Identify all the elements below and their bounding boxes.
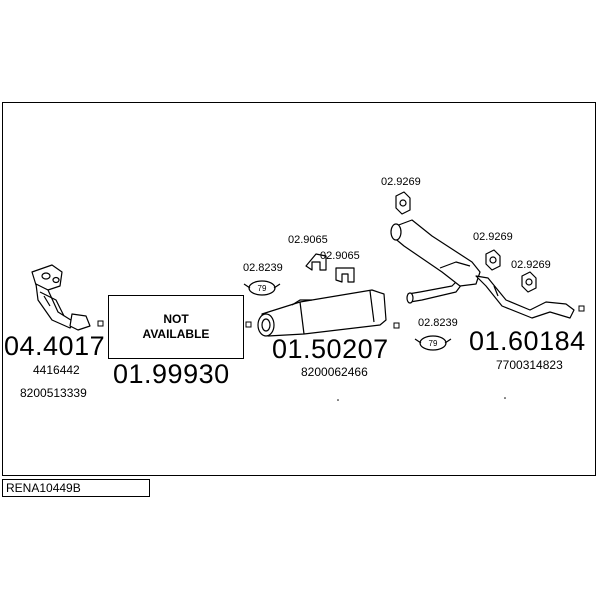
rubber-mid-drawing[interactable]	[485, 249, 501, 271]
rubber-top-label[interactable]: 02.9269	[381, 176, 421, 188]
clamp-rear-label[interactable]: 02.8239	[418, 317, 458, 329]
not-available-line1: NOT	[163, 312, 189, 326]
rubber-right-drawing[interactable]	[521, 271, 537, 293]
clamp-middle-label[interactable]: 02.8239	[243, 262, 283, 274]
rear-silencer-part-number[interactable]: 01.60184	[469, 326, 586, 356]
middle-silencer-part-number[interactable]: 01.50207	[272, 334, 389, 364]
clamp-middle-drawing[interactable]	[243, 280, 281, 296]
rear-silencer-drawing[interactable]	[390, 219, 575, 319]
clamp-rear-drawing[interactable]	[414, 335, 452, 351]
hanger-a-label[interactable]: 02.9065	[288, 234, 328, 246]
connector-square	[97, 320, 104, 327]
hanger-b-label[interactable]: 02.9065	[320, 250, 360, 262]
connector-square	[393, 322, 400, 329]
catalyst-oem-1: 4416442	[33, 363, 80, 377]
front-pipe-part-number[interactable]: 01.99930	[113, 359, 230, 389]
not-available-line2: AVAILABLE	[142, 327, 210, 341]
hanger-b-drawing[interactable]	[335, 267, 355, 283]
clamp-middle-badge: 79	[258, 284, 267, 293]
dot-mark	[504, 397, 506, 399]
clamp-rear-badge: 79	[429, 339, 438, 348]
not-available-box[interactable]: NOT AVAILABLE	[108, 295, 244, 359]
diagram-frame	[2, 102, 596, 476]
rear-silencer-oem: 7700314823	[496, 358, 563, 372]
dot-mark	[337, 399, 339, 401]
rubber-mid-label[interactable]: 02.9269	[473, 231, 513, 243]
catalyst-oem-2: 8200513339	[20, 386, 87, 400]
connector-square	[245, 321, 252, 328]
connector-square	[578, 305, 585, 312]
rubber-right-label[interactable]: 02.9269	[511, 259, 551, 271]
catalyst-drawing[interactable]	[31, 264, 91, 331]
connector-markers	[97, 305, 585, 329]
hanger-a-drawing[interactable]	[305, 253, 327, 271]
rubber-top-drawing[interactable]	[395, 191, 411, 215]
catalyst-part-number[interactable]: 04.4017	[4, 331, 106, 361]
middle-silencer-drawing[interactable]	[257, 289, 387, 337]
middle-silencer-oem: 8200062466	[301, 365, 368, 379]
diagram-code: RENA10449B	[2, 479, 150, 497]
